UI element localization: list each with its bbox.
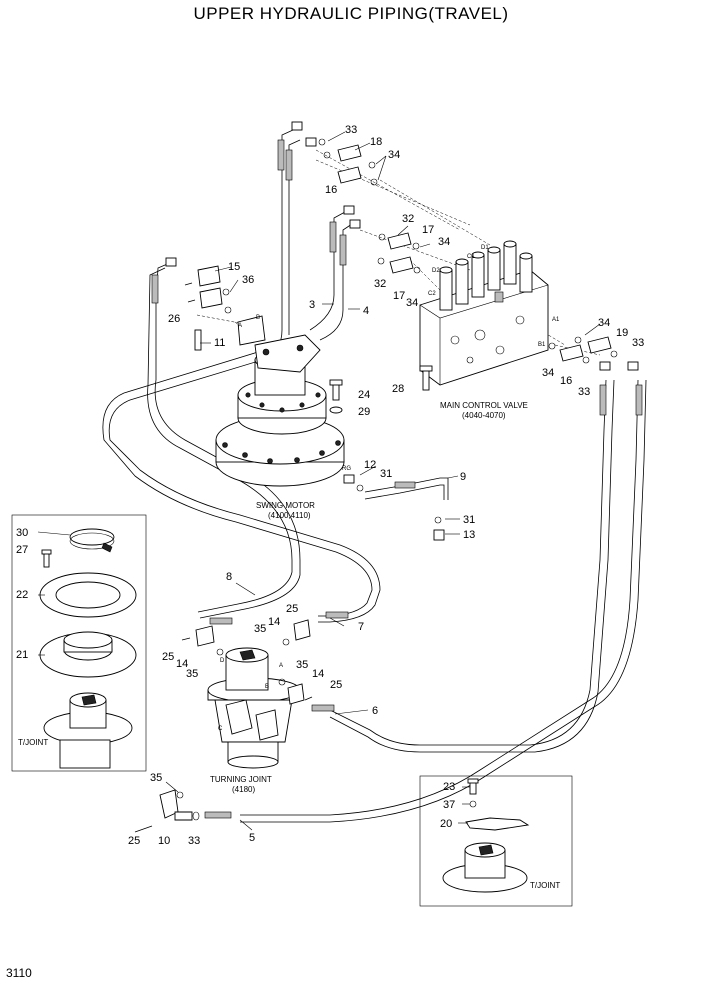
callout-22: 22 [16, 589, 28, 601]
callout-16: 16 [325, 184, 337, 196]
callout-13: 13 [463, 529, 475, 541]
callout-25: 25 [128, 835, 140, 847]
tj-port-a: A [279, 663, 283, 669]
callout-34: 34 [406, 297, 418, 309]
port-c1: C1 [467, 254, 475, 260]
hose-loops [102, 129, 647, 823]
port-c2: C2 [428, 291, 436, 297]
callout-34: 34 [388, 149, 400, 161]
callout-25: 25 [330, 679, 342, 691]
swing-motor-icon [194, 315, 345, 487]
callout-7: 7 [358, 621, 364, 633]
mcv-caption: MAIN CONTROL VALVE [440, 401, 528, 410]
right-inset-parts [442, 778, 530, 893]
port-rg: RG [342, 466, 351, 472]
left-inset-parts [39, 528, 137, 769]
callout-17: 17 [393, 290, 405, 302]
turning-joint-icon [159, 647, 301, 821]
callout-25: 25 [286, 603, 298, 615]
callout-27: 27 [16, 544, 28, 556]
callout-29: 29 [358, 406, 370, 418]
inset-right-tjoint-label: T/JOINT [530, 881, 560, 890]
callout-9: 9 [460, 471, 466, 483]
callout-11: 11 [214, 337, 225, 349]
port-b: B [256, 315, 260, 321]
callout-26: 26 [168, 313, 180, 325]
callout-16: 16 [560, 375, 572, 387]
tj-port-c: C [218, 726, 223, 732]
swing-motor-caption: SWING MOTOR [256, 501, 315, 510]
callout-28: 28 [392, 383, 404, 395]
callout-32: 32 [402, 213, 414, 225]
mcv-ref: (4040-4070) [462, 411, 506, 420]
callout-14: 14 [312, 668, 324, 680]
callout-33: 33 [188, 835, 200, 847]
callout-14: 14 [176, 658, 188, 670]
port-d1: D1 [481, 245, 489, 251]
leader-lines [37, 131, 601, 831]
callout-36: 36 [242, 274, 254, 286]
callout-33: 33 [345, 124, 357, 136]
inset-right-box [419, 775, 573, 907]
callout-35: 35 [296, 659, 308, 671]
page-number: 3110 [6, 966, 32, 980]
port-d2: D2 [432, 268, 440, 274]
inset-left-box [11, 514, 147, 772]
callout-21: 21 [16, 649, 28, 661]
callout-17: 17 [422, 224, 434, 236]
page-title: UPPER HYDRAULIC PIPING(TRAVEL) [193, 4, 509, 23]
callout-31: 31 [463, 514, 475, 526]
inset-left-tjoint-label: T/JOINT [18, 738, 48, 747]
callout-33: 33 [578, 386, 590, 398]
callout-15: 15 [228, 261, 240, 273]
callout-34: 34 [598, 317, 610, 329]
callout-30: 30 [16, 527, 28, 539]
callout-numbers: 33 18 34 16 32 17 34 32 17 34 15 36 26 3… [16, 124, 644, 847]
callout-4: 4 [363, 305, 369, 317]
callout-31: 31 [380, 468, 392, 480]
callout-37: 37 [443, 799, 455, 811]
callout-34: 34 [438, 236, 450, 248]
port-a: A [238, 323, 242, 329]
tj-port-b: B [265, 684, 269, 690]
callout-10: 10 [158, 835, 170, 847]
callout-34: 34 [542, 367, 554, 379]
callout-8: 8 [226, 571, 232, 583]
callout-25: 25 [162, 651, 174, 663]
callout-20: 20 [440, 818, 452, 830]
port-b1: B1 [538, 342, 546, 348]
port-a1: A1 [552, 317, 560, 323]
callout-14: 14 [268, 616, 280, 628]
tj-port-d: D [220, 658, 225, 664]
turning-joint-ref: (4180) [232, 785, 255, 794]
callout-6: 6 [372, 705, 378, 717]
callout-35: 35 [186, 668, 198, 680]
fittings-connectors [134, 121, 643, 833]
callout-32: 32 [374, 278, 386, 290]
callout-24: 24 [358, 389, 370, 401]
callout-35: 35 [150, 772, 162, 784]
turning-joint-caption: TURNING JOINT [210, 775, 272, 784]
callout-5: 5 [249, 832, 255, 844]
main-control-valve-icon [419, 240, 549, 391]
swing-motor-ref: (4100,4110) [268, 511, 311, 520]
callout-18: 18 [370, 136, 382, 148]
callout-3: 3 [309, 299, 315, 311]
callout-19: 19 [616, 327, 628, 339]
callout-33: 33 [632, 337, 644, 349]
callout-23: 23 [443, 781, 455, 793]
callout-12: 12 [364, 459, 376, 471]
callout-35: 35 [254, 623, 266, 635]
